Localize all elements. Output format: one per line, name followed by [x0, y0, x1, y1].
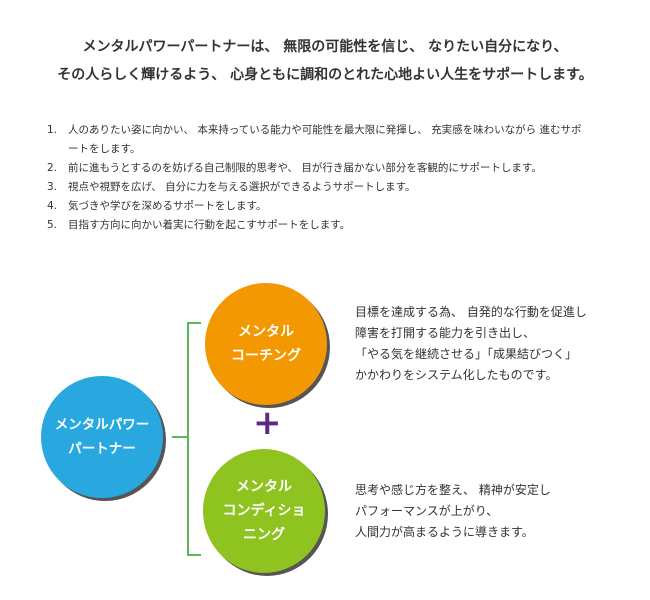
list-item: 3.視点や視野を広げ、 自分に力を与える選択ができるようサポートします。 [47, 181, 416, 193]
mental-power-partner-circle: メンタルパワー パートナー [41, 376, 163, 498]
list-item: 5.目指す方向に向かい着実に行動を起こすサポートをします。 [47, 219, 351, 231]
headline-line-1: メンタルパワーパートナーは、 無限の可能性を信じ、 なりたい自分になり、 [82, 39, 568, 55]
list-item: 4.気づきや学びを深めるサポートをします。 [47, 200, 267, 212]
conditioning-description: 思考や感じ方を整え、 精神が安定し パフォーマンスが上がり、 人間力が高まるよう… [355, 483, 551, 539]
headline-line-2: その人らしく輝けるよう、 心身ともに調和のとれた心地よい人生をサポートします。 [57, 67, 593, 83]
support-list: 1.人のありたい姿に向かい、 本来持っている能力や可能性を最大限に発揮し、 充実… [47, 121, 588, 235]
plus-icon: + [253, 403, 282, 443]
list-item: 2.前に進もうとするのを妨げる自己制限的思考や、 目が行き届かない部分を客観的に… [47, 162, 542, 174]
list-item: 1.人のありたい姿に向かい、 本来持っている能力や可能性を最大限に発揮し、 充実… [47, 124, 582, 155]
bracket-bottom [187, 554, 201, 556]
bracket-stem [172, 436, 188, 438]
mental-coaching-circle: メンタル コーチング [205, 283, 327, 405]
bracket-line [187, 322, 189, 556]
bracket-top [187, 322, 201, 324]
mental-conditioning-circle: メンタル コンディショ ニング [203, 449, 325, 573]
coaching-description: 目標を達成する為、 自発的な行動を促進し 障害を打開する能力を引き出し、 「やる… [355, 305, 587, 382]
